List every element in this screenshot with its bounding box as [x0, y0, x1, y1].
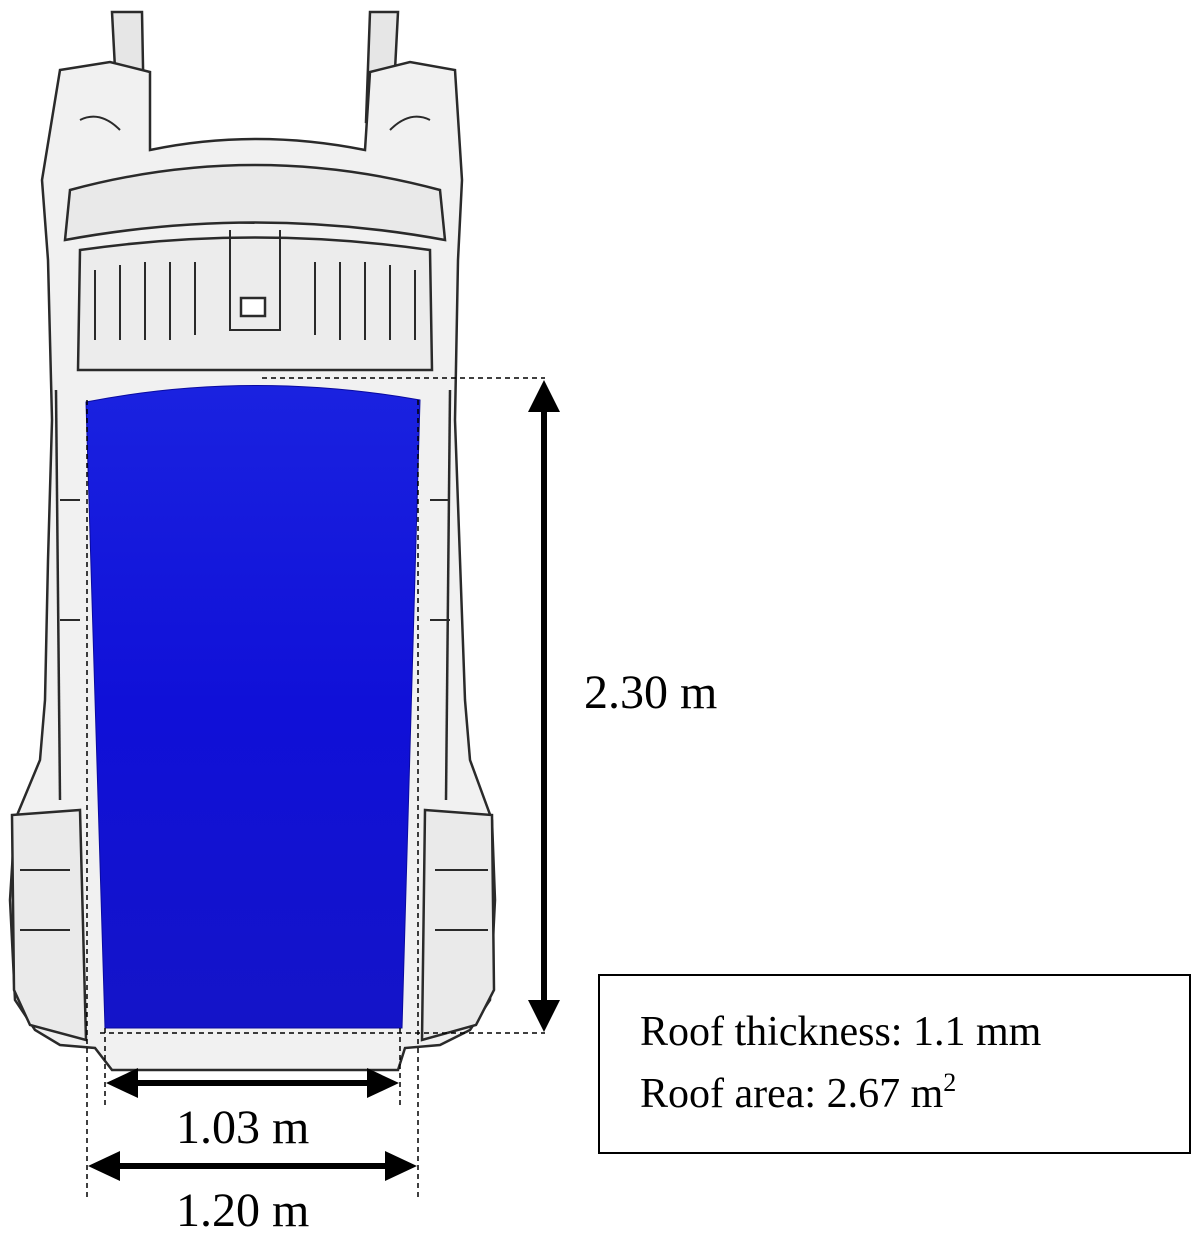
- center-connector: [239, 296, 267, 318]
- roof-area-text: Roof area: 2.67 m2: [640, 1068, 957, 1118]
- outer-width-label: 1.20 m: [176, 1184, 309, 1233]
- inner-width-dimension-arrow: [106, 1068, 399, 1098]
- roof-area-value: Roof area: 2.67 m: [640, 1071, 944, 1117]
- arrowhead-left-inner: [106, 1068, 138, 1098]
- arrowhead-down: [528, 1000, 560, 1032]
- body-detail-lines: [20, 115, 488, 931]
- sill-right: [444, 389, 452, 801]
- extension-lines: [86, 377, 545, 1198]
- rear-quarter-left: [10, 808, 88, 1042]
- roof-panel: [85, 384, 421, 1029]
- sill-left: [54, 389, 62, 801]
- arrowhead-right-inner: [367, 1068, 399, 1098]
- length-dimension-arrow: [528, 380, 560, 1032]
- cowl-panel: [63, 163, 447, 242]
- arrowhead-left-outer: [88, 1151, 120, 1181]
- roof-spec-box: Roof thickness: 1.1 mm Roof area: 2.67 m…: [598, 974, 1191, 1154]
- arrowhead-right-outer: [385, 1151, 417, 1181]
- rear-quarter-right: [420, 808, 496, 1042]
- roof-thickness-text: Roof thickness: 1.1 mm: [640, 1009, 1042, 1055]
- roof-length-label: 2.30 m: [584, 666, 717, 719]
- roof-area-exponent: 2: [943, 1068, 957, 1097]
- arrowhead-up: [528, 380, 560, 412]
- outer-width-dimension-arrow: [88, 1151, 417, 1181]
- inner-width-label: 1.03 m: [176, 1101, 309, 1154]
